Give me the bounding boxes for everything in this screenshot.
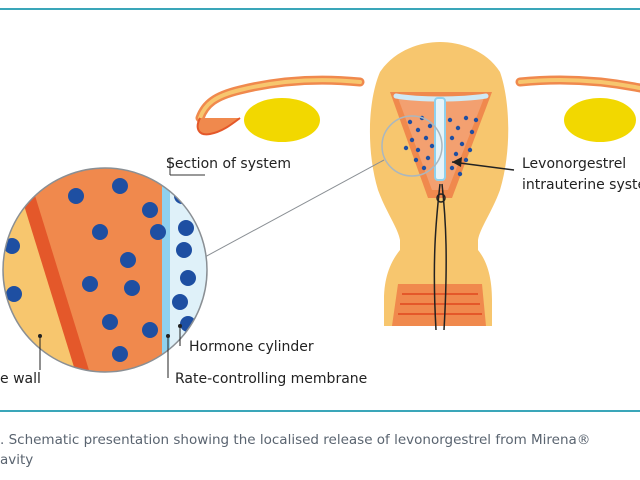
figure-caption: . Schematic presentation showing the loc…	[0, 430, 640, 470]
uterine-wall-label: e wall	[0, 371, 41, 387]
left-ovary	[244, 98, 320, 142]
right-ovary	[564, 98, 636, 142]
levonorgestrel-label-line1: Levonorgestrel	[522, 156, 627, 172]
caption-line2: avity	[0, 452, 34, 468]
uterus-diagram	[2, 42, 640, 378]
uterus-illustration	[195, 42, 640, 331]
caption-line1: . Schematic presentation showing the loc…	[0, 432, 591, 448]
levonorgestrel-label-line2: intrauterine syste	[522, 177, 640, 193]
cavity-hormone-dots	[403, 115, 479, 177]
detail-circle	[381, 115, 443, 177]
bottom-rule	[0, 410, 640, 412]
rate-controlling-membrane-label: Rate-controlling membrane	[175, 371, 368, 387]
hormone-cylinder-label: Hormone cylinder	[189, 339, 314, 355]
top-rule	[0, 8, 640, 10]
ius-stem	[434, 97, 446, 181]
section-of-system-label: Section of system	[166, 156, 292, 172]
ius-threads	[433, 183, 447, 331]
